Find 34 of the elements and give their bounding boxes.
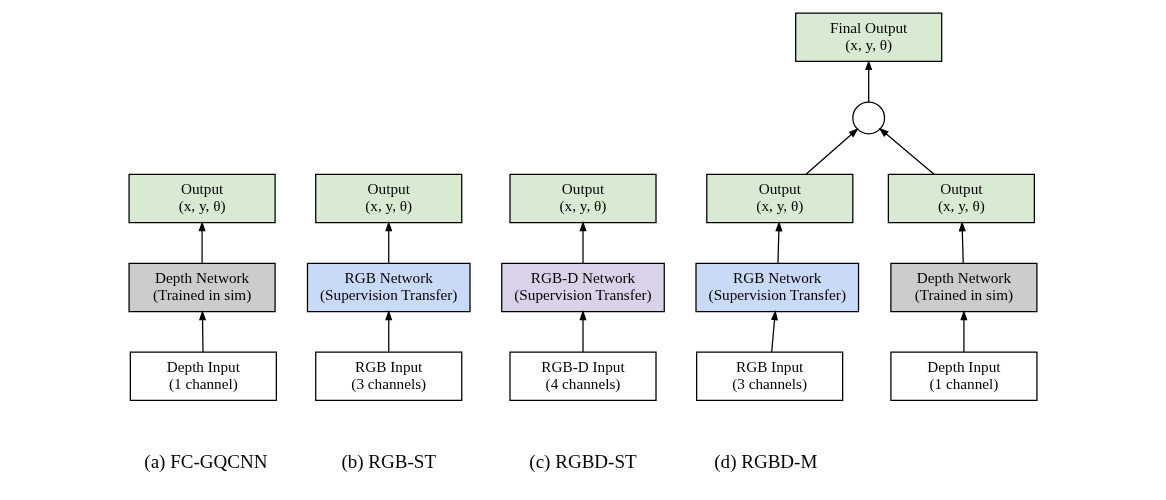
node-box: Output (x, y, θ) xyxy=(509,173,657,224)
arrow xyxy=(199,310,207,353)
node-box: RGB Network (Supervision Transfer) xyxy=(695,262,860,313)
node-box: RGB-D Network (Supervision Transfer) xyxy=(501,262,665,313)
node-box: Depth Input (1 channel) xyxy=(129,351,277,402)
arrow xyxy=(958,221,966,264)
node-box: Final Output (x, y, θ) xyxy=(795,12,943,63)
node-box: Output (x, y, θ) xyxy=(887,173,1035,224)
label: (d) RGBD-M xyxy=(714,451,818,473)
label: (a) FC-GQCNN xyxy=(144,451,268,473)
node-box: Depth Network (Trained in sim) xyxy=(890,262,1038,313)
arrow xyxy=(878,127,935,175)
node-box: Output (x, y, θ) xyxy=(128,173,276,224)
arrow xyxy=(865,59,873,103)
node-box: Depth Input (1 channel) xyxy=(890,351,1038,402)
arrow xyxy=(579,310,587,353)
arrow xyxy=(198,221,206,264)
node-circle xyxy=(852,101,886,135)
node-box: RGB-D Input (4 channels) xyxy=(509,351,657,402)
arrow xyxy=(770,310,779,353)
arrow xyxy=(579,221,587,264)
node-box: RGB Network (Supervision Transfer) xyxy=(306,262,471,313)
node-box: RGB Input (3 channels) xyxy=(696,351,844,402)
arrow xyxy=(960,310,968,353)
node-box: Output (x, y, θ) xyxy=(706,173,854,224)
arrow xyxy=(805,128,859,175)
node-box: Output (x, y, θ) xyxy=(315,173,463,224)
arrow xyxy=(385,221,393,264)
node-box: RGB Input (3 channels) xyxy=(315,351,463,402)
label: (b) RGB-ST xyxy=(341,451,437,473)
node-box: Depth Network (Trained in sim) xyxy=(128,262,276,313)
label: (c) RGBD-ST xyxy=(529,451,637,473)
arrow xyxy=(775,221,783,264)
arrow xyxy=(385,310,393,353)
